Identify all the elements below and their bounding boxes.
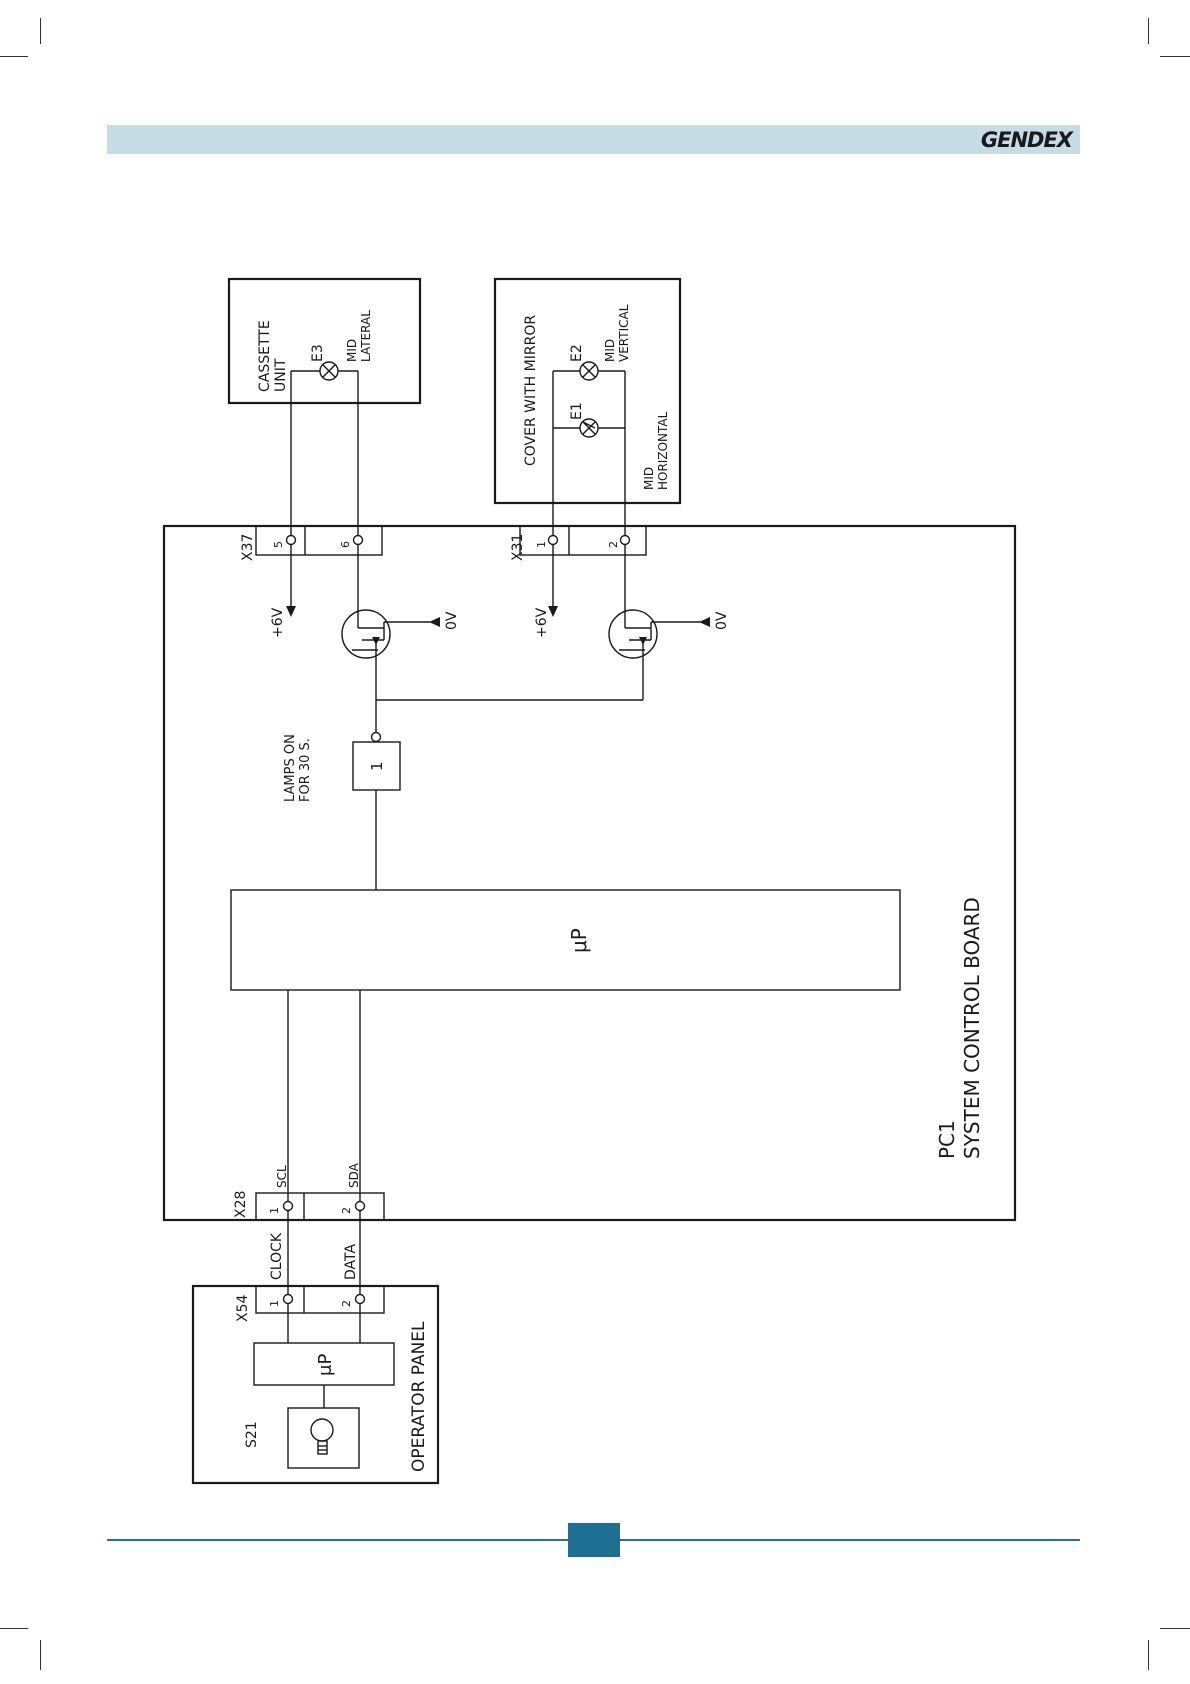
switch-box xyxy=(288,1408,359,1468)
pin-number: 1 xyxy=(535,541,548,548)
pin-number: 5 xyxy=(272,541,285,548)
supply-zero-label: 0V xyxy=(714,611,730,630)
bus-data-label: DATA xyxy=(343,1244,359,1280)
supply-zero-label: 0V xyxy=(444,611,460,630)
pin xyxy=(356,1202,365,1211)
lamp-e2-label: MID xyxy=(603,339,617,362)
arrow-icon xyxy=(372,637,380,645)
signal-sda-label: SDA xyxy=(347,1162,361,1188)
lamp-e2-label: VERTICAL xyxy=(617,304,631,362)
pin-number: 2 xyxy=(340,1300,353,1307)
pin xyxy=(284,1202,293,1211)
switch-s21-label: S21 xyxy=(244,1421,260,1448)
pin xyxy=(549,536,558,545)
pin-number: 2 xyxy=(340,1207,353,1214)
arrow-icon xyxy=(699,617,710,627)
lamp-e1-label: MID xyxy=(642,467,656,490)
switch-s21-icon xyxy=(311,1419,333,1441)
pin xyxy=(621,536,630,545)
lamp-e3-icon xyxy=(320,362,338,380)
transistor-symbol xyxy=(342,610,390,658)
connector-x28-id: X28 xyxy=(233,1191,249,1218)
panel-microprocessor-label: μP xyxy=(315,1354,336,1376)
connector-x54-id: X54 xyxy=(235,1295,251,1322)
board-label: SYSTEM CONTROL BOARD xyxy=(960,897,984,1159)
bus-clock-label: CLOCK xyxy=(269,1232,285,1280)
lamp-e3-label: LATERAL xyxy=(359,310,373,362)
lamp-e3-id: E3 xyxy=(310,344,326,362)
connector-x37-id: X37 xyxy=(240,534,256,561)
operator-panel-title: OPERATOR PANEL xyxy=(409,1321,429,1472)
signal-scl-label: SCL xyxy=(275,1165,289,1188)
pin-number: 2 xyxy=(607,541,620,548)
microprocessor-box xyxy=(231,890,900,990)
arrow-icon xyxy=(429,617,440,627)
transistor-symbol xyxy=(609,610,657,658)
pin xyxy=(356,1295,365,1304)
board-label: PC1 xyxy=(935,1120,959,1159)
cassette-unit-title: UNIT xyxy=(273,358,289,392)
arrow-icon xyxy=(286,606,296,617)
pin xyxy=(284,1295,293,1304)
inverter-bubble xyxy=(372,733,381,742)
pin xyxy=(354,536,363,545)
microprocessor-label: μP xyxy=(567,928,591,953)
timer-label: LAMPS ON xyxy=(283,734,298,802)
lamp-e2-id: E2 xyxy=(569,344,585,362)
page-tab xyxy=(568,1523,620,1557)
timer-label: FOR 30 S. xyxy=(298,738,313,802)
cover-with-mirror-title: COVER WITH MIRROR xyxy=(523,315,539,466)
supply-plus-label: +6V xyxy=(534,607,550,638)
lamp-e1-id: E1 xyxy=(569,402,585,420)
timer-value: 1 xyxy=(368,761,386,771)
connector-x31-id: X31 xyxy=(510,534,526,561)
pin xyxy=(287,536,296,545)
arrow-icon xyxy=(639,637,647,645)
lamp-e2-icon xyxy=(580,362,598,380)
cassette-unit-title: CASSETTE xyxy=(257,320,273,392)
system-control-board-box xyxy=(164,526,1015,1220)
pin-number: 1 xyxy=(268,1207,281,1214)
lamp-e3-label: MID xyxy=(345,339,359,362)
pin-number: 6 xyxy=(339,541,352,548)
lamp-e1-label: HORIZONTAL xyxy=(656,411,670,490)
supply-plus-label: +6V xyxy=(270,607,286,638)
lamp-e1-icon xyxy=(580,419,598,437)
pin-number: 1 xyxy=(268,1300,281,1307)
